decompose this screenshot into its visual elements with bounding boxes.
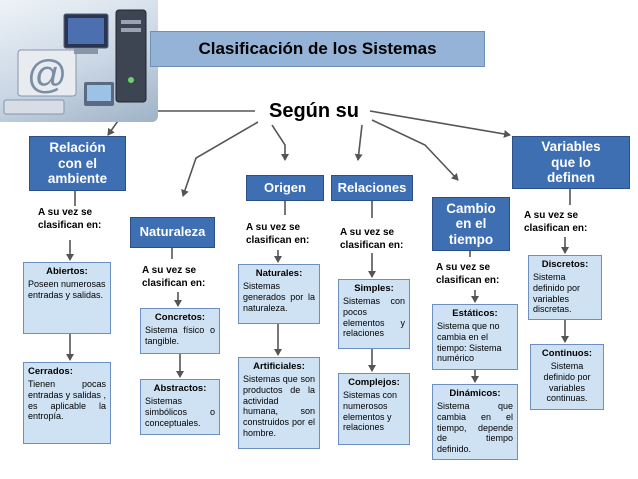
card-concretos: Concretos: Sistema físico o tangible. bbox=[140, 308, 220, 354]
card-dinamicos: Dinámicos: Sistema que cambia en el tiem… bbox=[432, 384, 518, 460]
card-simples: Simples: Sistemas con pocos elementos y … bbox=[338, 279, 410, 349]
card-body: Sistema definido por variables continuas… bbox=[543, 360, 591, 404]
card-title: Concretos: bbox=[154, 312, 206, 323]
arrow-root-relaciones bbox=[354, 124, 363, 161]
card-title: Estáticos: bbox=[452, 308, 498, 319]
sublabel-origen: A su vez se clasifican en: bbox=[246, 222, 310, 246]
page-title: Clasificación de los Sistemas bbox=[198, 39, 437, 58]
card-body: Sistemas generados por la naturaleza. bbox=[243, 280, 315, 313]
arrow-root-variables bbox=[369, 110, 511, 138]
category-origen: Origen bbox=[246, 175, 324, 201]
svg-text:@: @ bbox=[27, 53, 68, 97]
arrow-root-origen bbox=[271, 124, 289, 161]
card-title: Artificiales: bbox=[253, 361, 305, 372]
card-title: Continuos: bbox=[541, 348, 593, 359]
card-body: Tienen pocas entradas y salidas , es apl… bbox=[28, 378, 106, 422]
card-body: Sistema definido por variables discretas… bbox=[533, 271, 581, 315]
card-body: Sistema que no cambia en el tiempo: Sist… bbox=[437, 320, 502, 364]
card-discretos: Discretos: Sistema definido por variable… bbox=[528, 255, 602, 320]
card-body: Sistemas simbólicos o conceptuales. bbox=[145, 395, 215, 428]
sublabel-cambio-tiempo: A su vez se clasifican en: bbox=[436, 262, 500, 286]
card-body: Sistemas que son productos de la activid… bbox=[243, 373, 315, 439]
card-abiertos: Abiertos: Poseen numerosas entradas y sa… bbox=[23, 262, 111, 334]
card-body: Sistemas con pocos elementos y relacione… bbox=[343, 295, 405, 339]
computer-illustration: @ bbox=[0, 0, 158, 122]
arrow-root-cambio bbox=[371, 119, 459, 181]
card-complejos: Complejos: Sistemas con numerosos elemen… bbox=[338, 373, 410, 445]
card-title: Cerrados: bbox=[28, 366, 73, 377]
category-variables: Variables que lo definen bbox=[512, 136, 630, 189]
computer-icon: @ bbox=[3, 9, 147, 115]
sublabel-relacion-ambiente: A su vez se clasifican en: bbox=[38, 207, 102, 231]
card-body: Sistema que cambia en el tiempo, depende… bbox=[437, 400, 513, 455]
title-bar: Clasificación de los Sistemas bbox=[150, 31, 485, 67]
category-relaciones: Relaciones bbox=[331, 175, 413, 201]
card-title: Complejos: bbox=[348, 377, 400, 388]
card-title: Abiertos: bbox=[46, 266, 88, 277]
root-node: Según su bbox=[268, 100, 359, 122]
category-relacion-ambiente: Relación con el ambiente bbox=[29, 136, 126, 191]
sublabel-relaciones: A su vez se clasifican en: bbox=[340, 227, 404, 251]
card-artificiales: Artificiales: Sistemas que son productos… bbox=[238, 357, 320, 449]
card-body: Sistemas con numerosos elementos y relac… bbox=[343, 389, 398, 433]
card-continuos: Continuos: Sistema definido por variable… bbox=[530, 344, 604, 410]
sublabel-variables: A su vez se clasifican en: bbox=[524, 210, 588, 234]
card-title: Discretos: bbox=[541, 259, 589, 270]
category-naturaleza: Naturaleza bbox=[130, 217, 215, 248]
card-cerrados: Cerrados: Tienen pocas entradas y salida… bbox=[23, 362, 111, 444]
card-estaticos: Estáticos: Sistema que no cambia en el t… bbox=[432, 304, 518, 370]
card-title: Simples: bbox=[354, 283, 394, 294]
card-abstractos: Abstractos: Sistemas simbólicos o concep… bbox=[140, 379, 220, 435]
sublabel-naturaleza: A su vez se clasifican en: bbox=[142, 265, 206, 289]
card-naturales: Naturales: Sistemas generados por la nat… bbox=[238, 264, 320, 324]
category-cambio-tiempo: Cambio en el tiempo bbox=[432, 197, 510, 251]
card-body: Poseen numerosas entradas y salidas. bbox=[28, 278, 106, 300]
card-body: Sistema físico o tangible. bbox=[145, 324, 215, 346]
card-title: Naturales: bbox=[255, 268, 303, 279]
card-title: Dinámicos: bbox=[449, 388, 501, 399]
card-title: Abstractos: bbox=[153, 383, 207, 394]
